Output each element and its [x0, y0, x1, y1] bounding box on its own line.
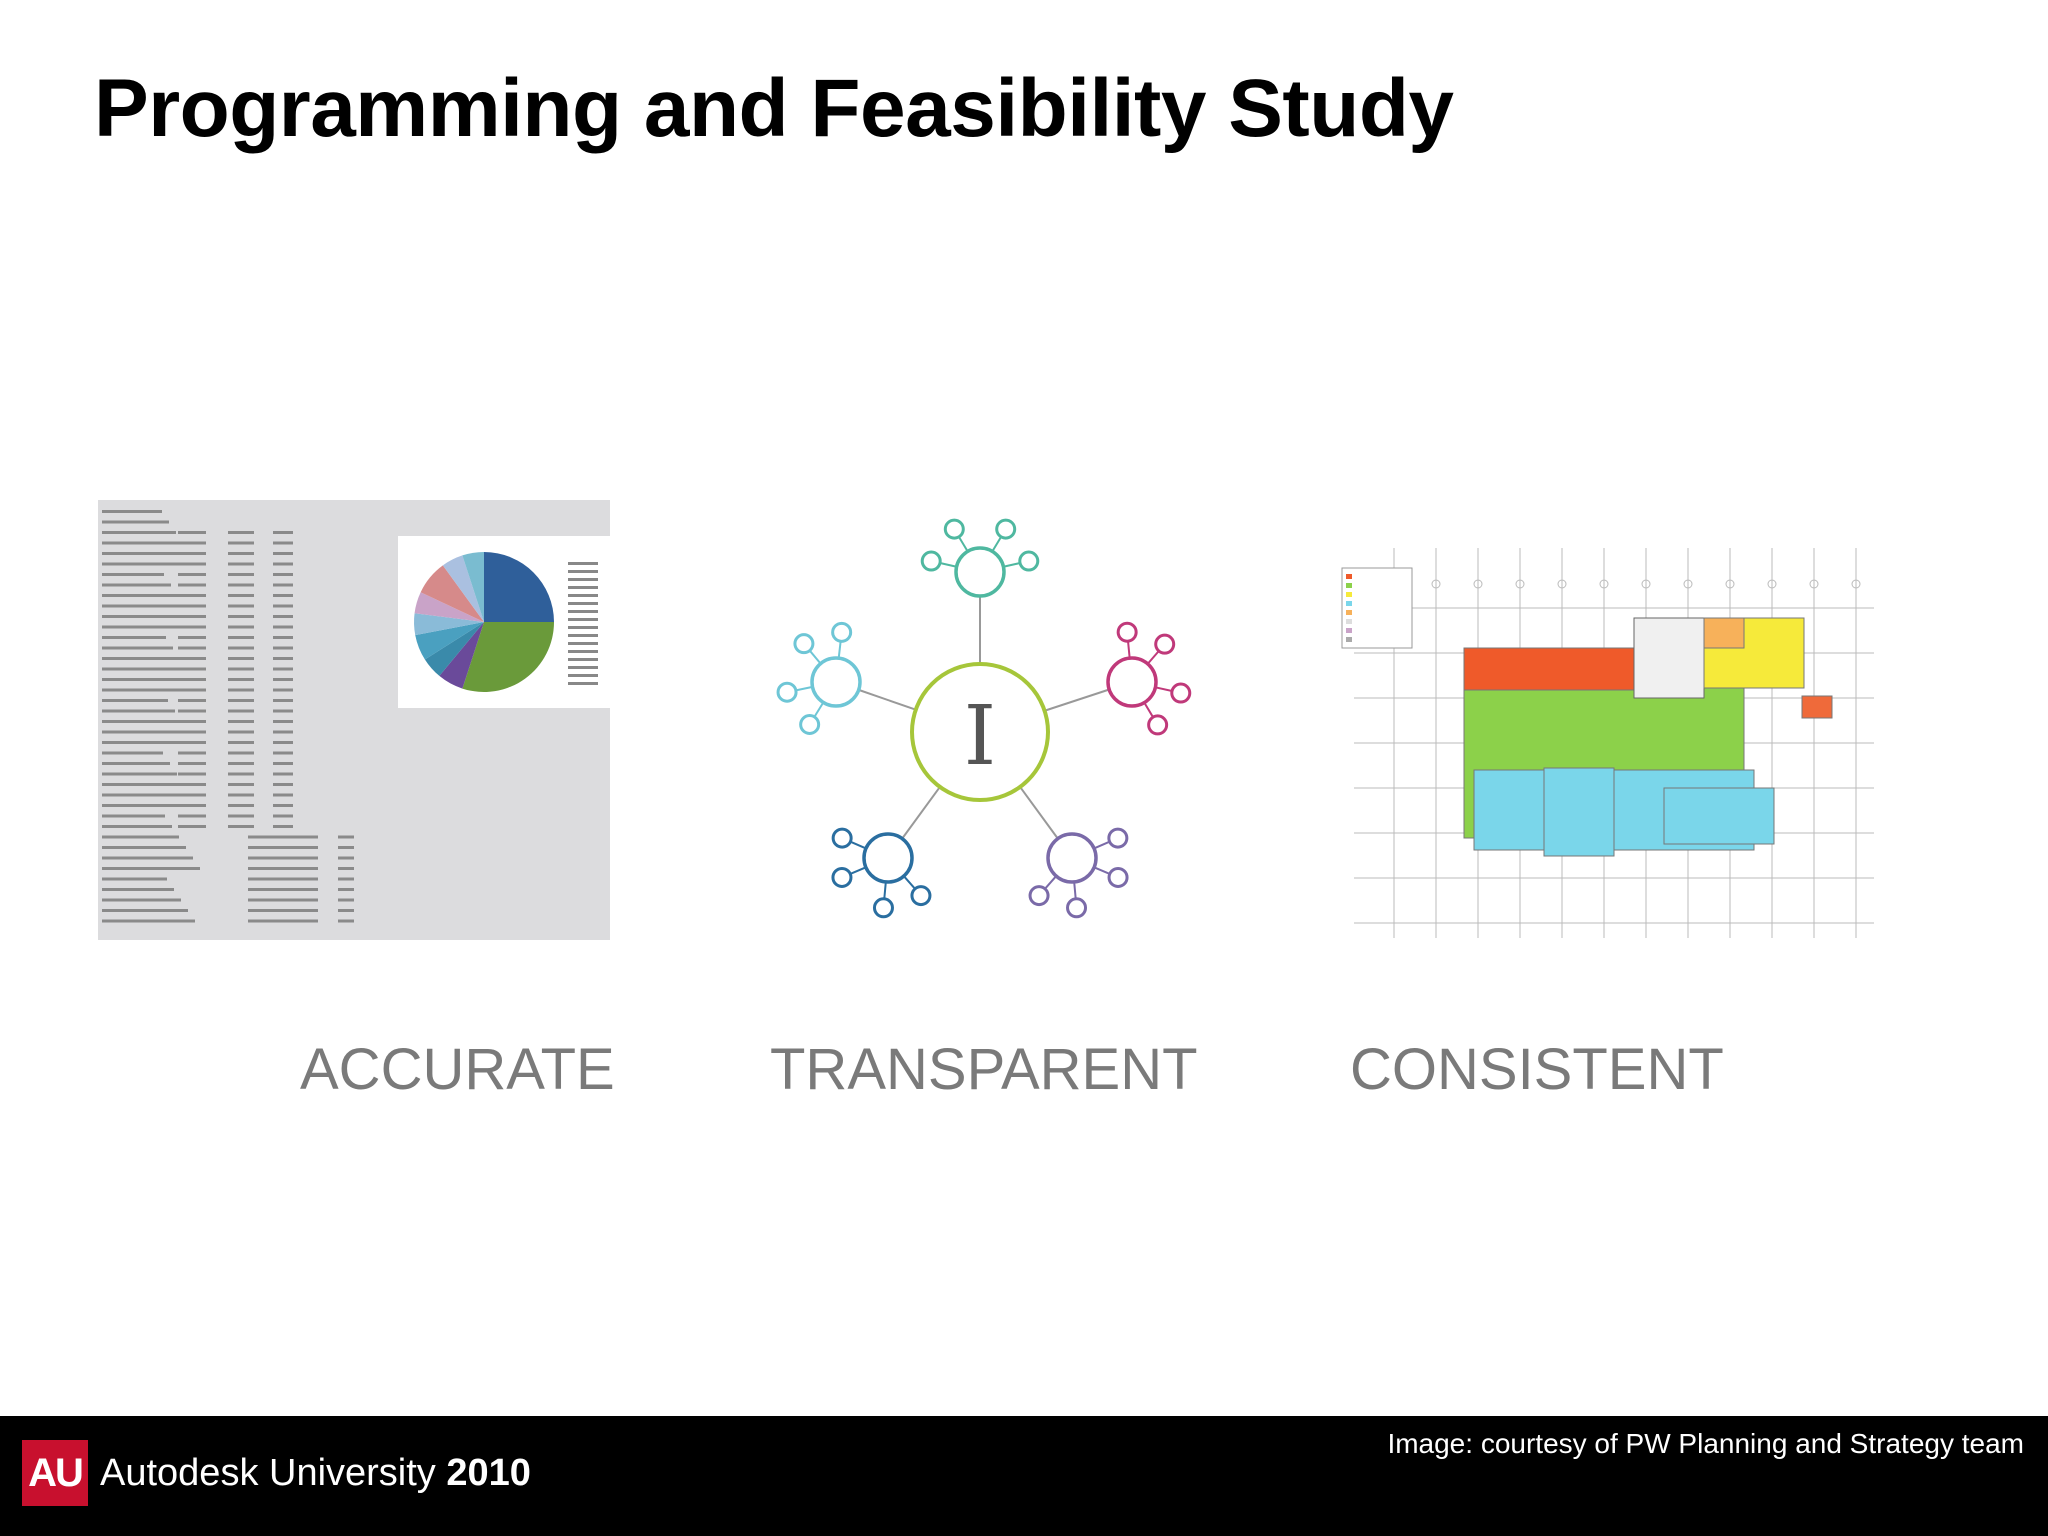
brand-text: Autodesk University [100, 1452, 436, 1494]
label-transparent: TRANSPARENT [770, 1037, 1198, 1102]
brand-name: Autodesk University 2010 [100, 1452, 531, 1495]
brand-year: 2010 [446, 1452, 531, 1494]
label-accurate: ACCURATE [300, 1037, 615, 1102]
footer-bar: AU Autodesk University 2010 Image: court… [0, 1416, 2048, 1536]
network-diagram-image: I [776, 518, 1192, 919]
floor-plan-image [1341, 548, 1874, 938]
au-logo: AU [22, 1440, 88, 1506]
spreadsheet-image [98, 500, 610, 940]
label-consistent: CONSISTENT [1350, 1037, 1724, 1102]
slide-title: Programming and Feasibility Study [94, 63, 1454, 154]
hub-letter: I [964, 689, 996, 784]
image-credit: Image: courtesy of PW Planning and Strat… [1387, 1428, 2024, 1459]
